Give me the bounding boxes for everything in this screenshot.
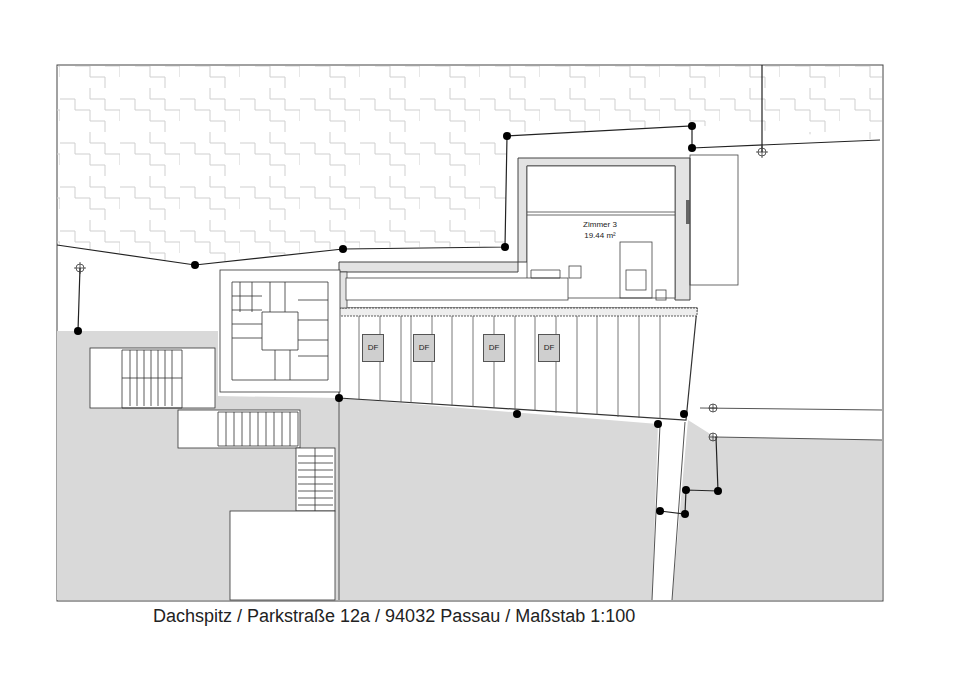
roof-slats	[359, 316, 660, 419]
dormer-box: DF	[413, 334, 435, 362]
room-floor	[527, 166, 675, 298]
node-title: Zimmer 3	[583, 220, 617, 230]
building-part	[230, 511, 335, 600]
chimney	[626, 270, 646, 290]
ground-area	[672, 420, 882, 600]
lot-line	[339, 398, 340, 600]
boundary-point	[74, 122, 722, 518]
stairwell	[296, 448, 335, 511]
lot-line	[700, 408, 882, 440]
room: Zimmer 319.44 m²	[580, 218, 620, 243]
roof-tiles-area	[57, 66, 882, 265]
roof-edge	[527, 215, 675, 216]
stairs	[232, 282, 328, 380]
frame	[57, 65, 883, 601]
stairwell	[178, 410, 300, 448]
stair-steps	[218, 412, 298, 446]
roof-slope	[339, 308, 697, 420]
stair-steps	[122, 350, 182, 408]
skylight	[531, 270, 560, 278]
corridor	[346, 278, 568, 300]
path-strip	[652, 422, 685, 600]
roof-ridge	[339, 308, 697, 316]
stair-steps	[232, 282, 328, 380]
node-detail: 19.44 m²	[584, 231, 616, 241]
node-title: DF	[419, 343, 430, 353]
wall	[339, 158, 690, 300]
survey-marker	[74, 146, 768, 441]
annex	[690, 155, 738, 285]
node-title: DF	[544, 343, 555, 353]
duct	[656, 290, 666, 300]
caption: Dachspitz / Parkstraße 12a / 94032 Passa…	[153, 606, 635, 627]
stair-steps	[298, 448, 333, 511]
stairwell	[220, 270, 340, 392]
node-title: DF	[368, 343, 379, 353]
window	[686, 200, 690, 224]
dormer-box: DF	[538, 334, 560, 362]
bed	[620, 242, 652, 298]
duct	[569, 266, 581, 278]
stairwell	[90, 348, 215, 408]
dormer-box: DF	[483, 334, 505, 362]
boundary	[57, 65, 880, 514]
roof-edge	[527, 212, 675, 213]
dormer-box: DF	[362, 334, 384, 362]
node-title: DF	[489, 343, 500, 353]
